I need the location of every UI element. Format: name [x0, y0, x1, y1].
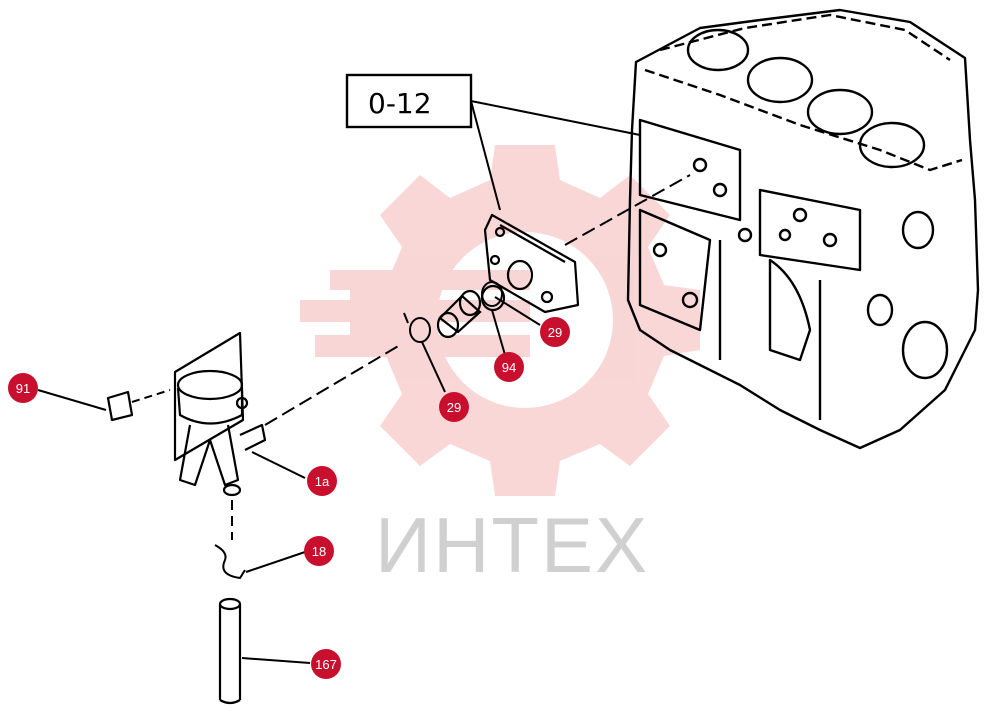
pipe-part	[218, 597, 242, 705]
callout-18[interactable]: 18	[304, 536, 334, 566]
assembly-lines	[131, 344, 401, 540]
callout-167-label: 167	[315, 657, 337, 672]
leader-lines	[470, 100, 691, 246]
engine-block	[626, 8, 980, 450]
callout-91[interactable]: 91	[8, 373, 38, 403]
reference-box-label: 0-12	[368, 87, 432, 120]
watermark-gear-logo	[300, 145, 700, 496]
callout-leaders	[37, 296, 541, 664]
callout-94[interactable]: 94	[494, 352, 524, 382]
callout-167[interactable]: 167	[311, 649, 341, 679]
reference-box-0-12[interactable]: 0-12	[345, 73, 473, 129]
callout-94-label: 94	[502, 360, 516, 375]
callout-1a-label: 1a	[315, 474, 330, 489]
clamp-parts	[403, 281, 503, 343]
callout-29-upper-label: 29	[548, 325, 562, 340]
callout-91-label: 91	[16, 381, 30, 396]
callout-18-label: 18	[312, 544, 326, 559]
watermark-text: ИНТЕХ	[375, 501, 649, 589]
callout-29-lower-label: 29	[447, 400, 461, 415]
clip-part	[214, 544, 246, 580]
callout-29-upper[interactable]: 29	[540, 317, 570, 347]
cover-plate	[483, 213, 580, 314]
callout-29-lower[interactable]: 29	[439, 392, 469, 422]
thermostat-housing	[106, 331, 267, 497]
callout-1a[interactable]: 1a	[307, 466, 337, 496]
